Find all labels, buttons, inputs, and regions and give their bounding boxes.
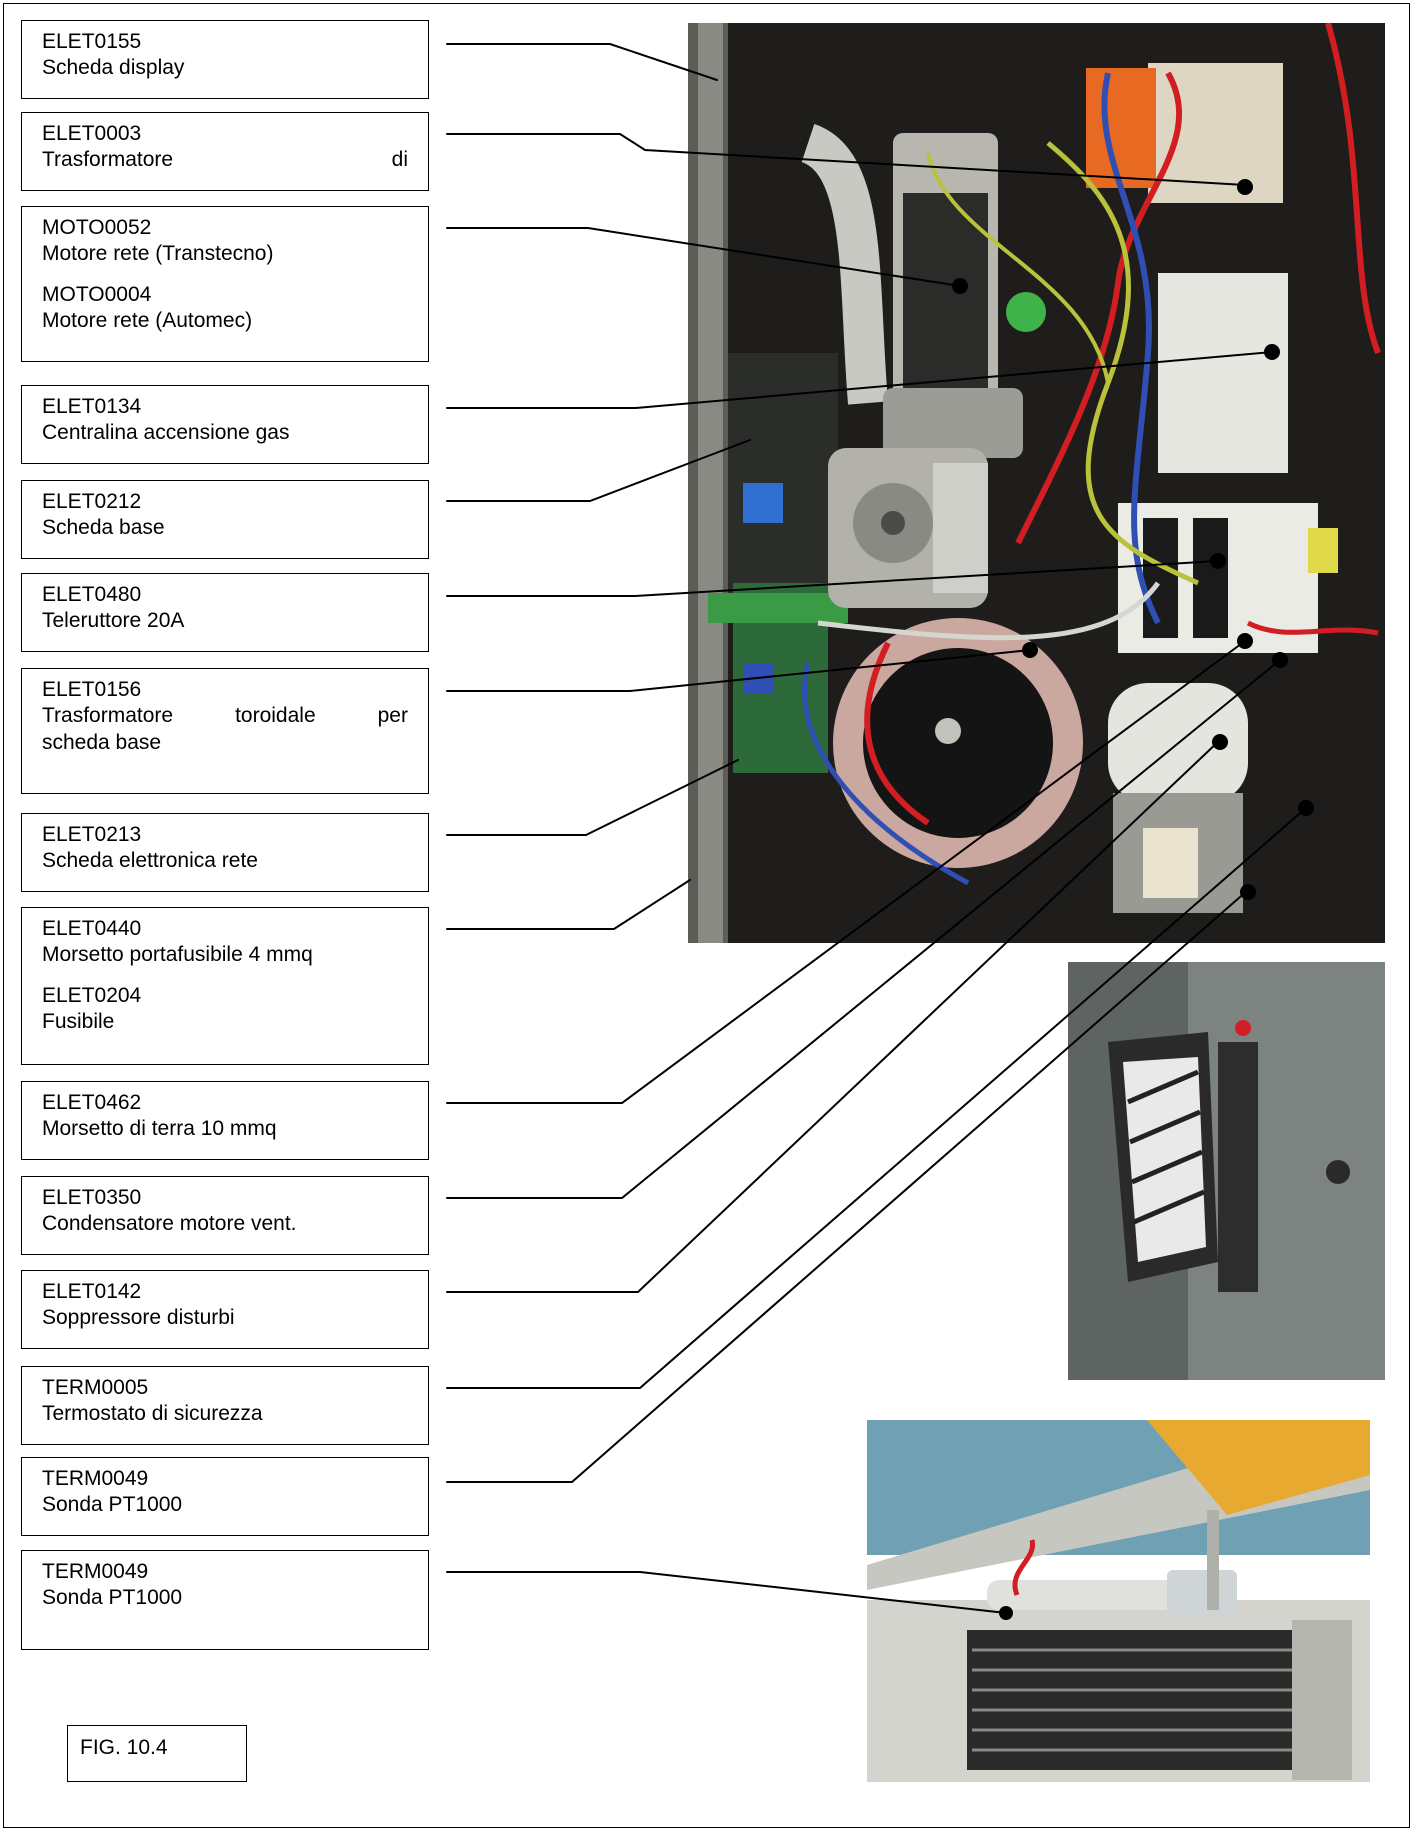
part-description-word: di — [391, 148, 408, 172]
probe-detail-photo — [867, 1420, 1370, 1782]
leader-elet0213 — [446, 759, 739, 836]
part-label-moto0052: MOTO0052 Motore rete (Transtecno) MOTO00… — [21, 206, 429, 362]
part-description: Centralina accensione gas — [42, 421, 290, 445]
part-description: Morsetto di terra 10 mmq — [42, 1117, 277, 1141]
part-code-alt: MOTO0004 — [42, 282, 152, 306]
part-description: Sonda PT1000 — [42, 1493, 183, 1517]
part-code: ELET0156 — [42, 678, 142, 701]
callout-dot — [1022, 642, 1038, 658]
leader-term0049-b — [446, 1571, 1007, 1614]
part-description: Scheda base — [42, 516, 165, 540]
figure-label: FIG. 10.4 — [67, 1725, 247, 1782]
part-code: TERM0005 — [42, 1376, 149, 1399]
part-code: ELET0462 — [42, 1091, 142, 1114]
part-label-term0005: TERM0005 Termostato di sicurezza — [21, 1366, 429, 1445]
callout-dot — [1210, 553, 1226, 569]
part-code: ELET0480 — [42, 583, 142, 606]
part-code: ELET0440 — [42, 917, 142, 940]
main-panel-photo — [688, 23, 1385, 943]
part-description-word: Trasformatore — [42, 148, 174, 172]
callout-dot — [1272, 652, 1288, 668]
part-label-term0049-b: TERM0049 Sonda PT1000 — [21, 1550, 429, 1650]
part-description: Morsetto portafusibile 4 mmq — [42, 943, 313, 967]
part-code: ELET0350 — [42, 1186, 142, 1209]
callout-dot — [1237, 179, 1253, 195]
part-code: MOTO0052 — [42, 216, 152, 239]
leader-elet0156 — [446, 649, 1031, 692]
part-description: Termostato di sicurezza — [42, 1402, 263, 1426]
part-description-word: Trasformatore — [42, 704, 174, 728]
part-description: Teleruttore 20A — [42, 609, 185, 633]
part-description: Soppressore disturbi — [42, 1306, 235, 1330]
part-description: Scheda elettronica rete — [42, 849, 258, 873]
leader-moto0052 — [446, 227, 961, 287]
part-label-elet0003: ELET0003 Trasformatore di — [21, 112, 429, 191]
callout-dot — [1237, 633, 1253, 649]
part-label-elet0440: ELET0440 Morsetto portafusibile 4 mmq EL… — [21, 907, 429, 1065]
fan-detail-photo — [1068, 962, 1385, 1380]
part-label-elet0213: ELET0213 Scheda elettronica rete — [21, 813, 429, 892]
part-code: ELET0134 — [42, 395, 142, 418]
callout-dot — [1264, 344, 1280, 360]
leader-elet0134 — [446, 351, 1273, 409]
part-code: TERM0049 — [42, 1467, 149, 1490]
part-label-elet0155: ELET0155 Scheda display — [21, 20, 429, 99]
callout-dot — [999, 1606, 1013, 1620]
part-label-elet0480: ELET0480 Teleruttore 20A — [21, 573, 429, 652]
part-code: ELET0212 — [42, 490, 142, 513]
part-label-elet0462: ELET0462 Morsetto di terra 10 mmq — [21, 1081, 429, 1160]
part-label-elet0134: ELET0134 Centralina accensione gas — [21, 385, 429, 464]
part-label-term0049-a: TERM0049 Sonda PT1000 — [21, 1457, 429, 1536]
leader-elet0462 — [446, 640, 1246, 1104]
part-description: Trasformatore di — [42, 147, 408, 173]
part-label-elet0212: ELET0212 Scheda base — [21, 480, 429, 559]
leader-elet0155 — [446, 43, 718, 81]
leader-elet0212 — [446, 439, 751, 502]
figure-frame — [3, 3, 1410, 1828]
part-label-elet0156: ELET0156 Trasformatore toroidale per sch… — [21, 668, 429, 794]
callout-dot — [952, 278, 968, 294]
leader-elet0440 — [446, 879, 691, 930]
callout-dot — [1240, 884, 1256, 900]
leader-elet0350 — [446, 659, 1281, 1199]
leader-elet0003 — [446, 133, 1246, 186]
leader-term0049-a — [446, 889, 1249, 1483]
leader-elet0142 — [446, 739, 1221, 1293]
part-description: Scheda display — [42, 56, 185, 80]
part-description: Condensatore motore vent. — [42, 1212, 297, 1236]
part-description-word: per — [377, 704, 408, 728]
part-label-elet0142: ELET0142 Soppressore disturbi — [21, 1270, 429, 1349]
part-code-alt: ELET0204 — [42, 983, 142, 1007]
part-code: ELET0155 — [42, 30, 142, 53]
callout-dot — [1298, 800, 1314, 816]
leader-term0005 — [446, 807, 1307, 1389]
part-code: ELET0003 — [42, 122, 142, 145]
part-code: TERM0049 — [42, 1560, 149, 1583]
part-code: ELET0213 — [42, 823, 142, 846]
part-description-line2: scheda base — [42, 730, 162, 754]
callout-dot — [1212, 734, 1228, 750]
leader-elet0480 — [446, 560, 1219, 597]
part-description: Trasformatore toroidale per — [42, 703, 408, 729]
part-description-alt: Fusibile — [42, 1009, 115, 1033]
part-description-alt: Motore rete (Automec) — [42, 308, 253, 332]
part-description: Motore rete (Transtecno) — [42, 242, 274, 266]
part-description-word: toroidale — [235, 704, 316, 728]
part-description: Sonda PT1000 — [42, 1586, 183, 1610]
part-label-elet0350: ELET0350 Condensatore motore vent. — [21, 1176, 429, 1255]
part-code: ELET0142 — [42, 1280, 142, 1303]
